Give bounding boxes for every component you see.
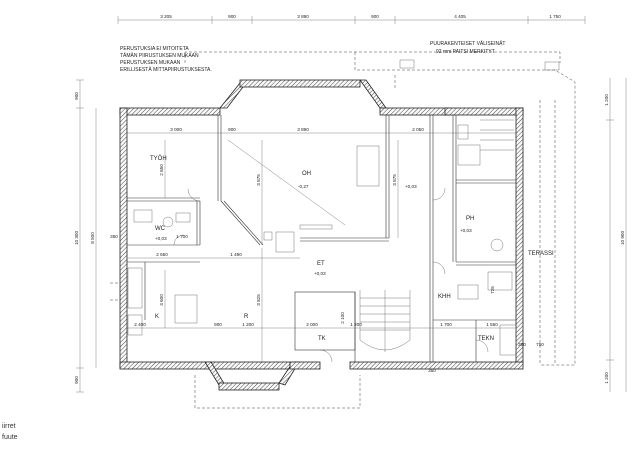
room-et-level: +0,03 (314, 271, 326, 276)
dim-3825: 3 825 (256, 294, 261, 306)
dim-2650-a: 2 650 (159, 164, 164, 176)
interior-walls (127, 115, 516, 362)
room-wc: WC (155, 226, 166, 232)
top-dim-1: 3 205 (160, 14, 172, 19)
room-khh-level: +0,03 (405, 184, 417, 189)
dim-350-c: 350 (428, 368, 436, 373)
left-dim-4: 900 (74, 376, 79, 384)
room-tekn: TEKN (478, 336, 494, 342)
walls-note-line-2: 92 mm PAITSI MERKITYT (436, 49, 495, 55)
foundation-outline (110, 51, 576, 409)
dim-1490: 1 490 (230, 252, 242, 257)
left-dim-2: 10 300 (74, 231, 79, 245)
dim-2050: 2 050 (412, 127, 424, 132)
dim-1200-b: 1 200 (350, 322, 362, 327)
right-dim-2: 10 900 (620, 231, 625, 245)
walls-note-line-1: PUURAKENTEISET VÄLISEINÄT (430, 40, 505, 47)
dim-350-a: 350 (110, 234, 118, 239)
room-terassi: TERASSI (528, 251, 554, 257)
dim-1550: 1 550 (486, 322, 498, 327)
dim-2000: 2 000 (306, 322, 318, 327)
dim-350-b: 350 (518, 342, 526, 347)
note-line-4: ERILLISESTÄ MITTAPIIRUSTUKSESTA. (120, 66, 212, 73)
dim-1700-a: 1 700 (176, 234, 188, 239)
room-k: K (155, 314, 159, 320)
note-line-2: TÄMÄN PIIRUSTUKSEN MUKAAN (120, 52, 199, 59)
room-wc-level: +0,03 (155, 236, 167, 241)
top-dim-5: 4 405 (454, 14, 466, 19)
room-r: R (244, 314, 249, 320)
room-et: ET (317, 261, 325, 267)
right-dimension-chains: 1 200 10 900 1 200 (604, 78, 627, 392)
left-dimension-chains: 900 10 300 8 500 900 (74, 79, 97, 393)
left-dim-1: 900 (74, 92, 79, 100)
left-dim-3: 8 500 (90, 232, 95, 244)
dim-1700-b: 1 700 (440, 322, 452, 327)
dim-900-a: 900 (228, 127, 236, 132)
inner-dimensions: 3 000 900 3 890 2 050 2 650 3 875 3 875 … (110, 127, 544, 373)
walls-note: PUURAKENTEISET VÄLISEINÄT 92 mm PAITSI M… (430, 40, 505, 55)
top-dim-4: 900 (371, 14, 379, 19)
room-ph: PH (466, 216, 474, 222)
dim-3875-a: 3 875 (256, 174, 261, 186)
exterior-walls (119, 79, 524, 391)
room-labels: TYÖH OH -0,27 +0,03 WC +0,03 ET +0,03 K … (150, 155, 554, 342)
top-dim-2: 900 (228, 14, 236, 19)
dim-3000: 3 000 (170, 127, 182, 132)
cut-off-text-1: iirret (2, 423, 16, 430)
note-line-1: PERUSTUKSIA EI MITOITETA (120, 46, 189, 52)
right-dim-1: 1 200 (604, 94, 609, 106)
room-ph-level: +0,03 (460, 228, 472, 233)
dim-2650-b: 2 650 (156, 252, 168, 257)
dim-2400: 2 400 (134, 322, 146, 327)
dim-725: 725 (490, 286, 495, 294)
room-oh: OH (302, 171, 311, 177)
dim-750: 750 (536, 342, 544, 347)
top-dim-6: 1 750 (549, 14, 561, 19)
right-dim-3: 1 200 (604, 372, 609, 384)
dim-900-b: 900 (214, 322, 222, 327)
cut-off-text-2: fuute (2, 434, 18, 441)
top-dimension-chain: 3 205 900 3 890 900 4 405 1 750 (117, 14, 586, 24)
fixtures (127, 119, 517, 363)
staircase (359, 290, 411, 352)
room-tk: TK (318, 336, 326, 342)
note-line-3: PERUSTUKSEN MUKAAN (120, 60, 181, 66)
dim-1200-a: 1 200 (242, 322, 254, 327)
room-khh: KHH (438, 294, 451, 300)
top-dim-3: 3 890 (297, 14, 309, 19)
room-oh-level: -0,27 (298, 184, 309, 189)
dim-3600: 3 600 (159, 294, 164, 306)
foundation-note: PERUSTUKSIA EI MITOITETA TÄMÄN PIIRUSTUK… (120, 46, 212, 73)
dim-3890: 3 890 (297, 127, 309, 132)
dim-3875-b: 3 875 (392, 174, 397, 186)
room-tyo: TYÖH (150, 155, 167, 162)
dim-2100: 2 100 (340, 312, 345, 324)
